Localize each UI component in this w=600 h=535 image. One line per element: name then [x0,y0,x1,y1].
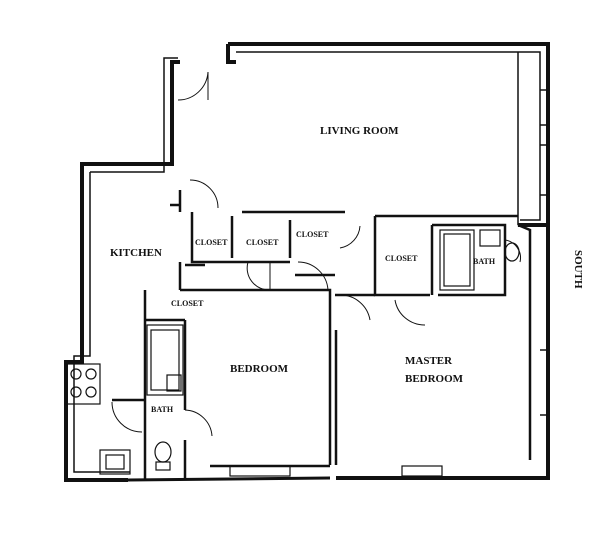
closet-label-4: CLOSET [385,254,418,263]
south-compass-label: SOUTH [572,250,584,289]
window-master [401,465,443,477]
toilet-icon [154,441,172,463]
closet-label-1: CLOSET [195,238,228,247]
master-toilet-icon [504,242,520,262]
closet-label-2: CLOSET [246,238,279,247]
outer-walls [64,42,550,482]
master-tub-icon [439,229,475,291]
kitchen-sink-icon [99,449,131,475]
bath-sink-icon [166,374,182,392]
master-bedroom-label-2: BEDROOM [405,373,464,385]
closet-label-3: CLOSET [296,230,329,239]
master-sink-icon [479,229,501,247]
closet-label-5: CLOSET [171,299,204,308]
bath-label-1: BATH [151,405,174,414]
bath-label-2: BATH [473,257,496,266]
master-bedroom-label-1: MASTER [405,355,453,367]
bathtub-icon [146,324,184,396]
window-bedroom [229,465,291,477]
bedroom-label: BEDROOM [230,363,289,375]
stove-icon [65,363,101,405]
partitions [112,190,532,480]
inner-walls [73,51,548,473]
door-swings [111,71,521,437]
fixtures [65,229,520,477]
living-room-label: LIVING ROOM [320,125,399,137]
kitchen-label: KITCHEN [110,247,162,259]
